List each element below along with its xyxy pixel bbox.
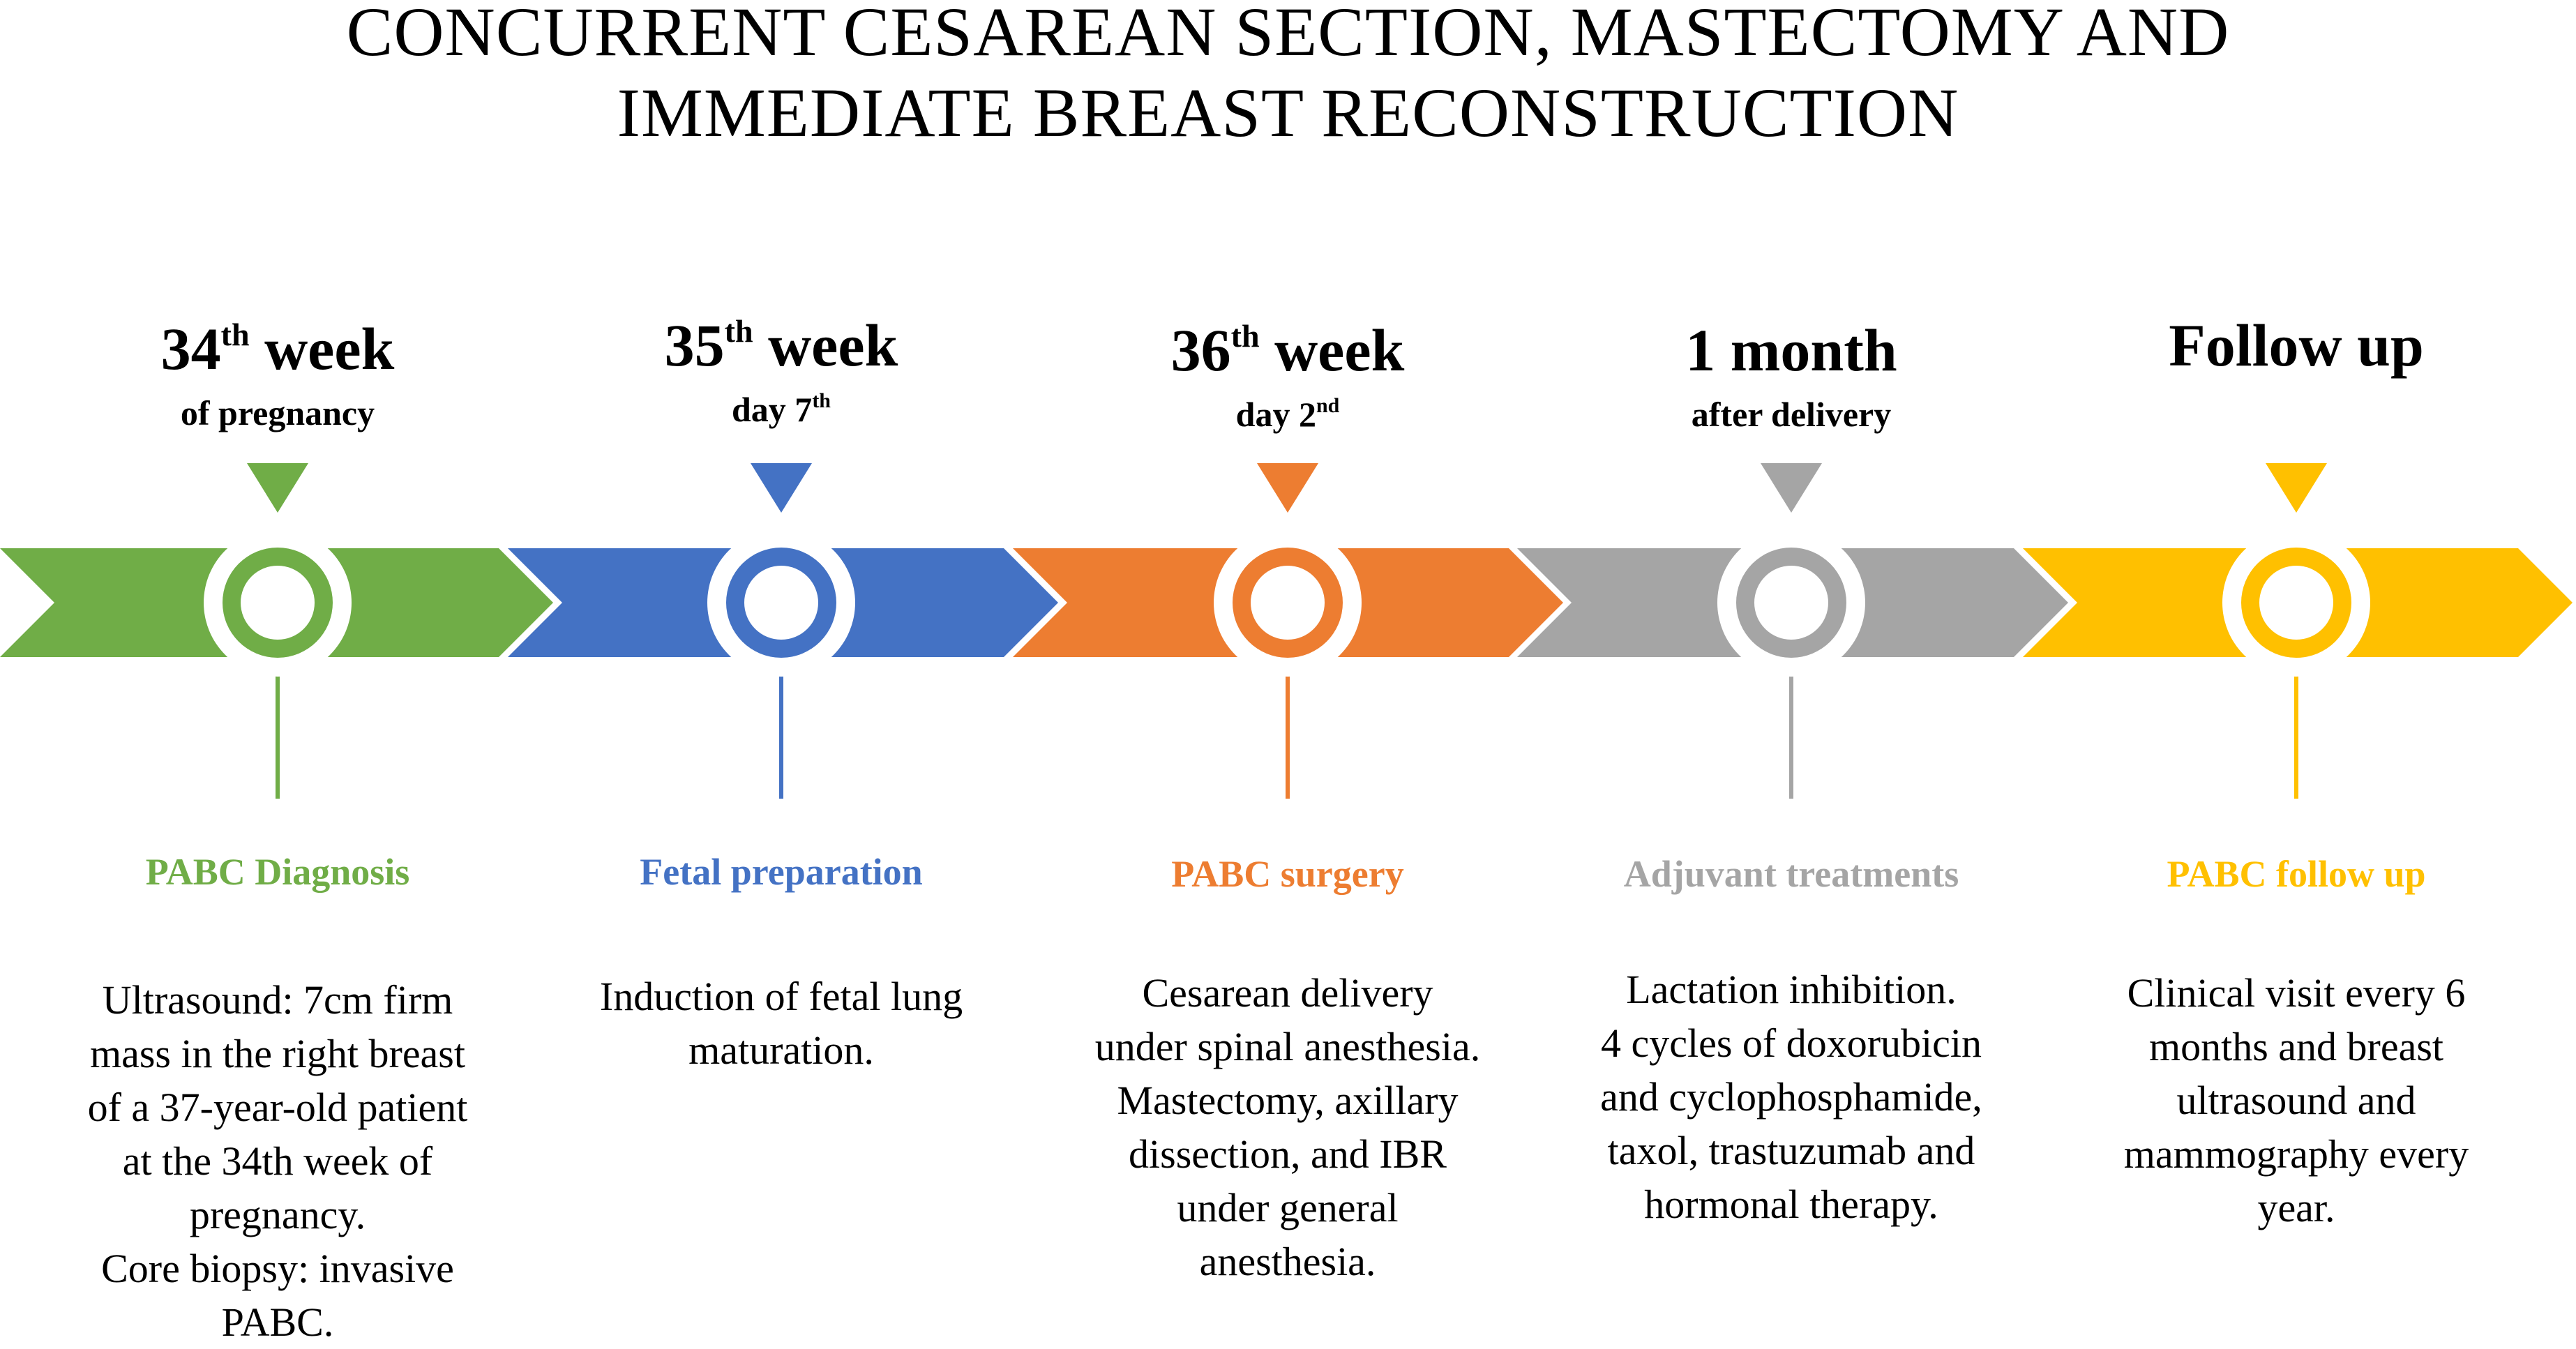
stage-subheading-text: of pregnancy [180,393,375,432]
stage-heading-superscript: th [724,313,753,349]
stage-header: Follow up [2045,310,2547,380]
description-line: PABC. [221,1299,334,1345]
stage-heading: 35th week [530,310,1032,380]
stage-phase-label: PABC follow up [2167,853,2426,895]
stage-description: Lactation inhibition. 4 cycles of doxorub… [1540,963,2042,1231]
description-line: year. [2257,1185,2335,1230]
stage-header: 34th week of pregnancy [27,314,529,434]
stage-heading-unit: week [1259,317,1405,384]
down-triangle-icon [1257,463,1318,513]
stage-phase-label: Fetal preparation [640,851,923,893]
stage-header: 1 month after delivery [1540,315,2042,435]
description-line: Induction of fetal lung [599,974,963,1019]
description-line: Core biopsy: invasive [101,1246,454,1291]
stage-heading-number: Follow up [2169,312,2424,379]
stage-heading: 34th week [27,314,529,384]
description-line: Lactation inhibition. [1626,967,1957,1012]
down-triangle-icon [247,463,308,513]
ring-inner [1754,566,1828,640]
down-triangle-icon [751,463,812,513]
description-line: Cesarean delivery [1142,970,1433,1016]
description-line: Ultrasound: 7cm firm [102,977,453,1023]
description-line: months and breast [2148,1024,2444,1069]
title-line-1: CONCURRENT CESAREAN SECTION, MASTECTOMY … [346,0,2230,70]
stage-phase-label: PABC Diagnosis [145,851,410,893]
stage-heading-unit: week [753,312,898,379]
ring-inner [1251,566,1325,640]
stage-phase-label: Adjuvant treatments [1623,853,1959,895]
description-line: ultrasound and [2176,1078,2416,1123]
stage-description: Induction of fetal lung maturation. [530,970,1032,1077]
description-line: pregnancy. [189,1192,366,1237]
stage-description: Cesarean delivery under spinal anesthesia… [1037,966,1539,1288]
ring-inner [744,566,818,640]
ring-inner [2259,566,2333,640]
down-triangle-icon [2266,463,2327,513]
title-line-2: IMMEDIATE BREAST RECONSTRUCTION [617,74,1959,151]
down-triangle-icon [1761,463,1822,513]
stage-heading: Follow up [2045,310,2547,380]
stage-heading: 36th week [1037,315,1539,385]
stage-subheading-superscript: nd [1316,394,1340,417]
description-line: Clinical visit every 6 [2127,970,2466,1016]
stage-heading-number: 35 [664,312,725,379]
stage-description: Ultrasound: 7cm firm mass in the right br… [27,973,529,1349]
description-line: and cyclophosphamide, [1600,1074,1982,1120]
description-line: dissection, and IBR [1129,1131,1447,1177]
stage-subheading: day 2nd [1037,393,1539,435]
stage-heading-number: 34 [160,315,221,382]
stage-heading-unit: week [249,315,395,382]
description-line: anesthesia. [1199,1239,1376,1284]
stage-description: Clinical visit every 6 months and breast u… [2045,966,2547,1235]
stage-heading-superscript: th [1230,318,1260,354]
stage-heading-number: 36 [1170,317,1231,384]
description-line: under general [1177,1185,1399,1230]
stage-subheading-text: day 2 [1235,395,1316,434]
description-line: taxol, trastuzumab and [1607,1128,1975,1173]
stage-heading: 1 month [1540,315,2042,385]
description-line: 4 cycles of doxorubicin [1600,1020,1982,1066]
description-line: at the 34th week of [122,1138,433,1184]
stage-subheading-text: day 7 [732,390,813,429]
description-line: under spinal anesthesia. [1094,1024,1481,1069]
description-line: maturation. [688,1027,874,1073]
stage-subheading: after delivery [1540,393,2042,435]
stage-subheading: of pregnancy [27,392,529,434]
diagram-title: CONCURRENT CESAREAN SECTION, MASTECTOMY … [0,0,2576,153]
stage-header: 36th week day 2nd [1037,315,1539,435]
ring-inner [241,566,315,640]
stage-phase-label: PABC surgery [1171,853,1404,895]
description-line: hormonal therapy. [1644,1182,1938,1227]
stage-subheading-superscript: th [812,389,831,412]
description-line: mass in the right breast [89,1031,465,1076]
description-line: of a 37-year-old patient [87,1085,468,1130]
description-line: Mastectomy, axillary [1117,1078,1459,1123]
stage-subheading: day 7th [530,389,1032,430]
stage-subheading-text: after delivery [1691,395,1892,434]
description-line: mammography every [2123,1131,2469,1177]
stage-heading-number: 1 month [1685,317,1897,384]
stage-heading-superscript: th [220,317,250,352]
